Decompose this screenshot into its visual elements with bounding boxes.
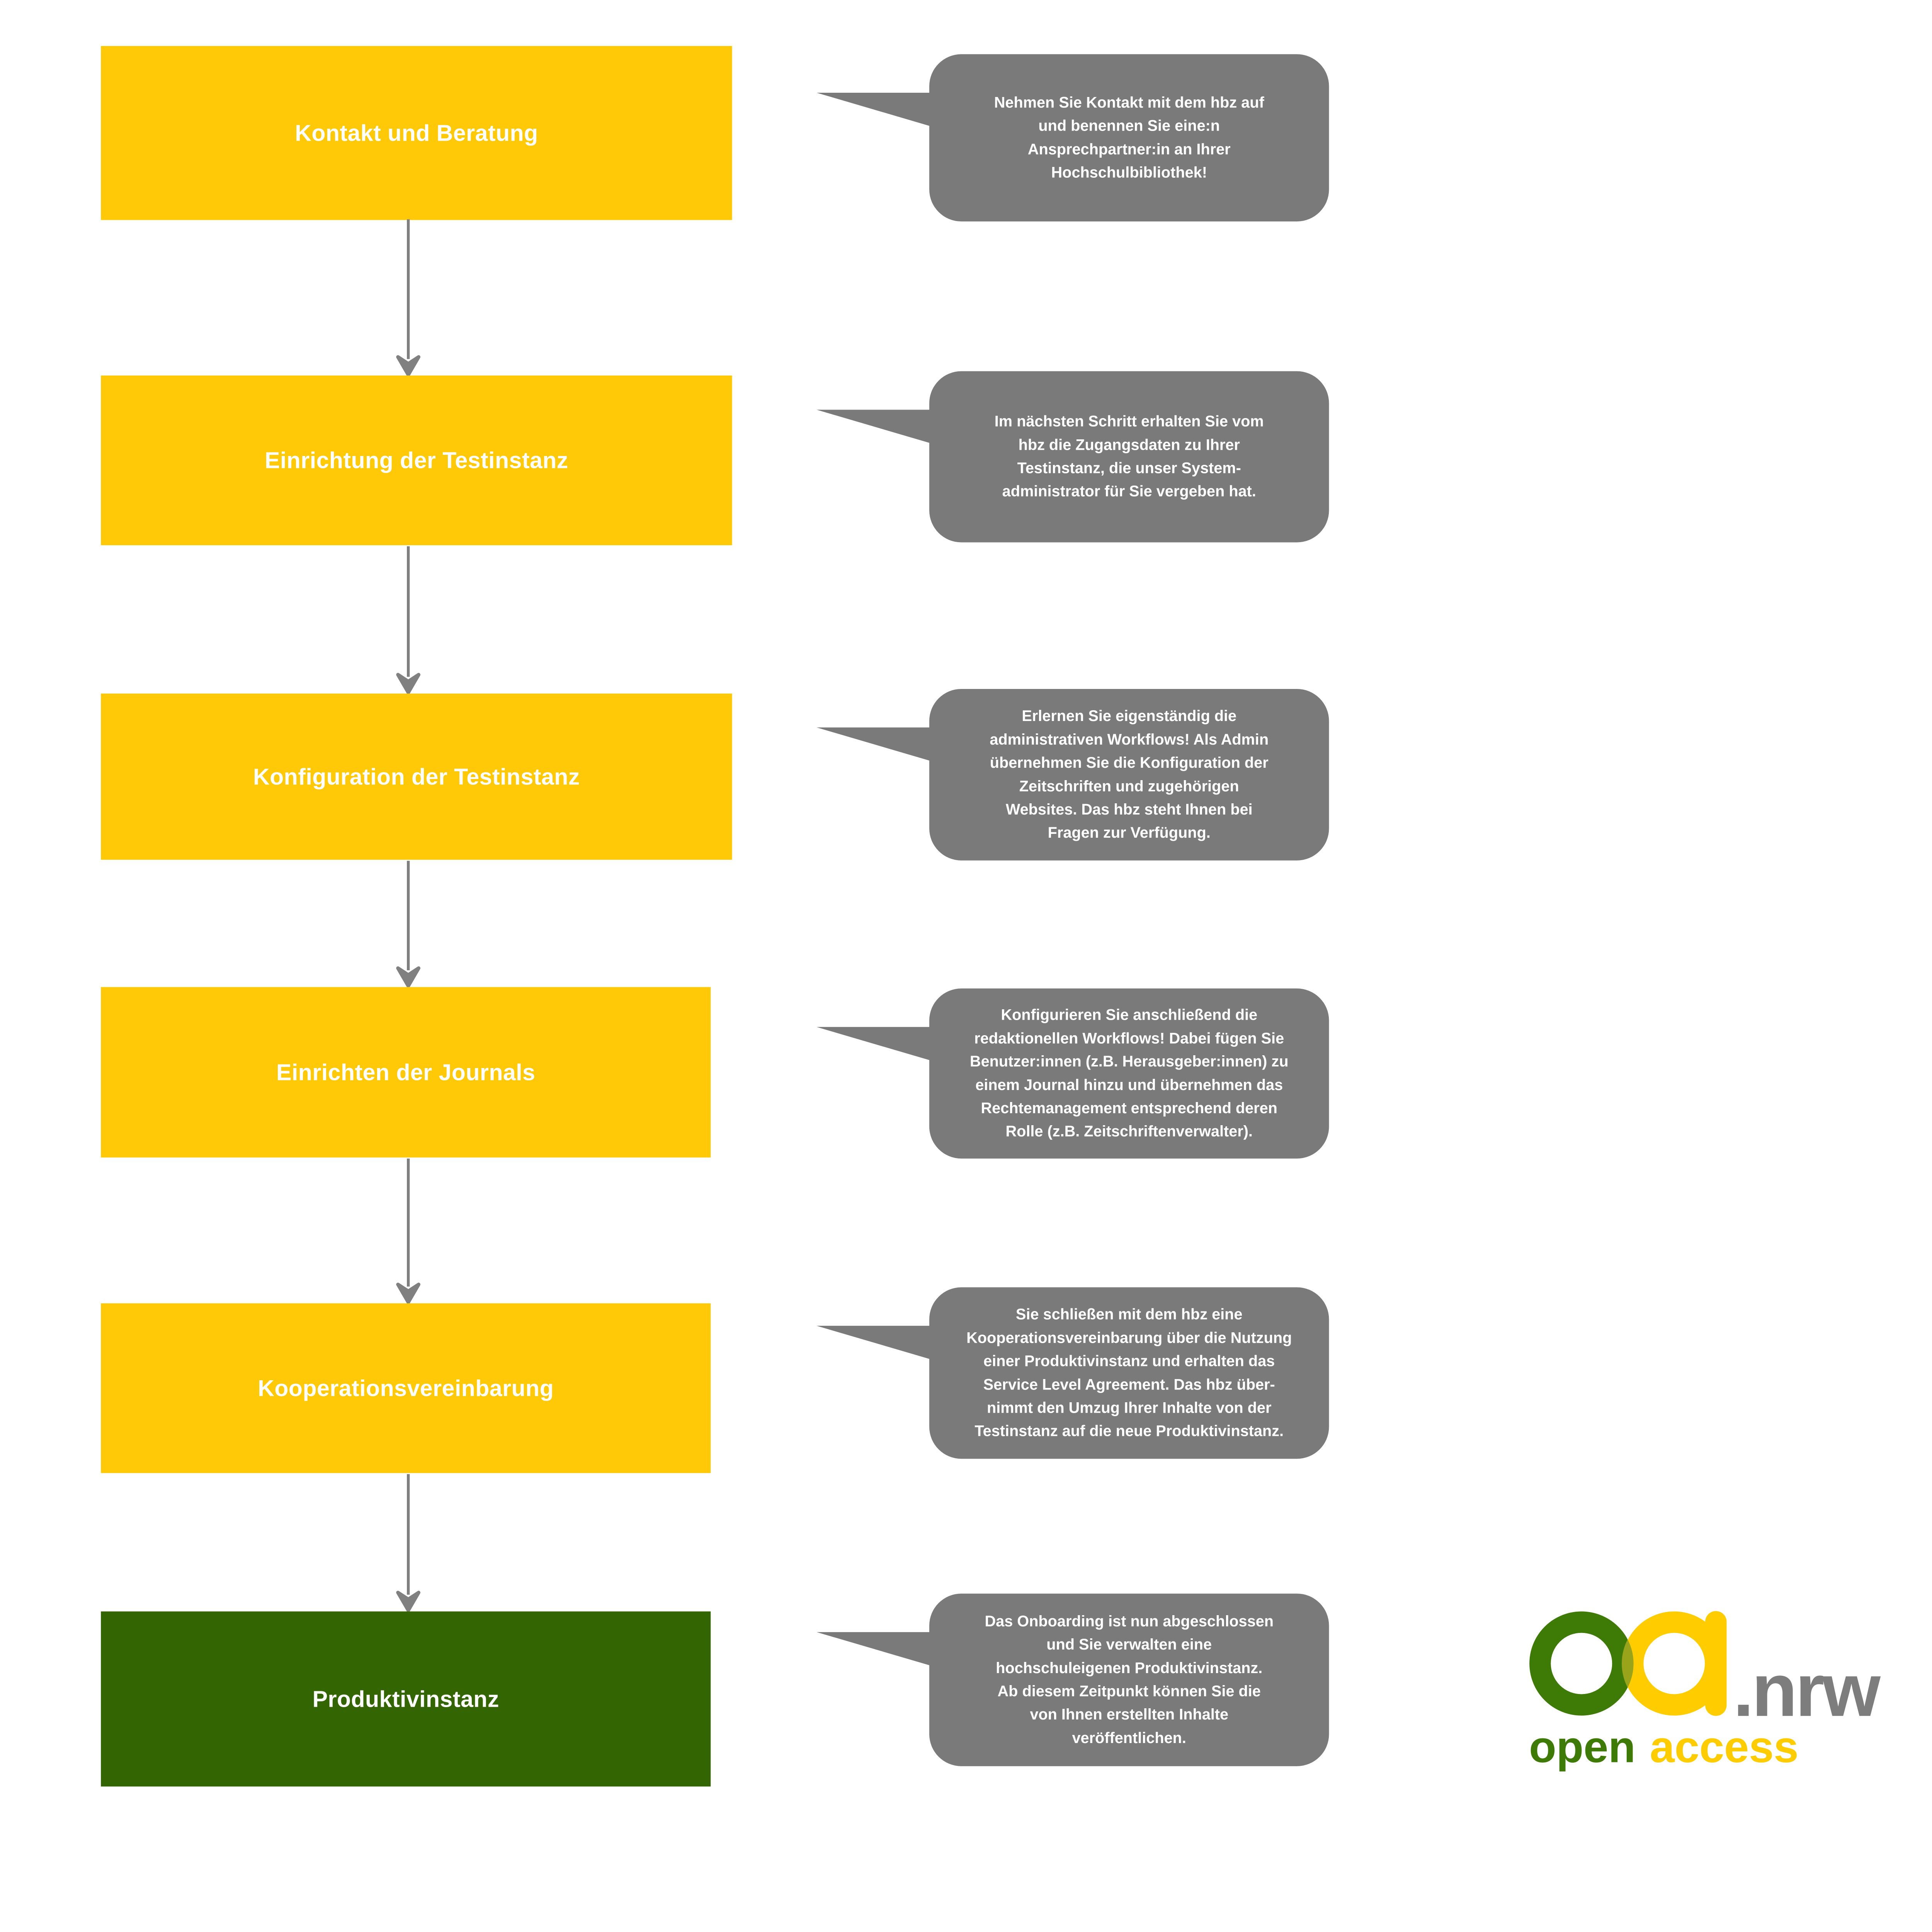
speech-bubble-tail — [816, 92, 931, 126]
logo-ring-overlap — [1622, 1611, 1634, 1716]
logo-yellow-ring — [1622, 1611, 1726, 1716]
speech-bubble-tail — [816, 727, 931, 761]
onboarding-flow-diagram: Kontakt und Beratung Nehmen Sie Kontakt … — [101, 46, 1883, 1787]
arrow-down-icon — [396, 861, 421, 988]
speech-bubble-text: Im nächsten Schritt erhalten Sie vom hbz… — [994, 413, 1264, 500]
oa-nrw-logo: .nrw open access — [1529, 1611, 1883, 1772]
speech-bubble-5: Sie schließen mit dem hbz eine Kooperati… — [929, 1287, 1329, 1459]
speech-bubble-text: Sie schließen mit dem hbz eine Kooperati… — [966, 1306, 1292, 1440]
step-box-label: Einrichten der Journals — [276, 1059, 536, 1085]
speech-bubble-tail — [816, 410, 931, 444]
step-box-einrichtung-der-testinstanz: Einrichtung der Testinstanz — [101, 375, 732, 546]
step-box-einrichten-der-journals: Einrichten der Journals — [101, 987, 711, 1158]
step-box-label: Kooperationsvereinbarung — [258, 1375, 554, 1401]
speech-bubble-tail — [816, 1027, 931, 1061]
step-box-label: Kontakt und Beratung — [295, 120, 538, 146]
logo-green-ring — [1529, 1611, 1634, 1716]
step-box-kooperationsvereinbarung: Kooperationsvereinbarung — [101, 1303, 711, 1473]
step-box-label: Einrichtung der Testinstanz — [264, 447, 568, 473]
logo-open-word: open — [1529, 1723, 1636, 1772]
speech-bubble-text: Erlernen Sie eigenständig die administra… — [990, 707, 1269, 842]
logo-access-word: access — [1650, 1723, 1799, 1772]
arrow-down-icon — [396, 1474, 421, 1612]
speech-bubble-6: Das Onboarding ist nun abgeschlossen und… — [929, 1594, 1329, 1766]
speech-bubble-2: Im nächsten Schritt erhalten Sie vom hbz… — [929, 371, 1329, 543]
logo-nrw-text: .nrw — [1733, 1649, 1881, 1732]
step-box-label: Produktivinstanz — [312, 1686, 499, 1712]
step-box-label: Konfiguration der Testinstanz — [253, 764, 580, 790]
arrow-down-icon — [396, 546, 421, 694]
speech-bubble-tail — [816, 1326, 931, 1359]
arrow-down-icon — [396, 219, 421, 377]
speech-bubble-text: Nehmen Sie Kontakt mit dem hbz auf und b… — [994, 94, 1264, 181]
step-box-produktivinstanz: Produktivinstanz — [101, 1611, 711, 1787]
logo-a-stem — [1705, 1611, 1727, 1716]
logo-open-access-text: open access — [1529, 1723, 1798, 1772]
step-box-kontakt-und-beratung: Kontakt und Beratung — [101, 46, 732, 220]
speech-bubble-1: Nehmen Sie Kontakt mit dem hbz auf und b… — [929, 54, 1329, 222]
speech-bubble-3: Erlernen Sie eigenständig die administra… — [929, 689, 1329, 861]
speech-bubble-tail — [816, 1632, 931, 1666]
arrow-down-icon — [396, 1158, 421, 1304]
speech-bubble-text: Das Onboarding ist nun abgeschlossen und… — [985, 1612, 1274, 1747]
speech-bubble-4: Konfigurieren Sie anschließend die redak… — [929, 988, 1329, 1159]
speech-bubble-text: Konfigurieren Sie anschließend die redak… — [969, 1006, 1289, 1140]
step-box-konfiguration-der-testinstanz: Konfiguration der Testinstanz — [101, 693, 732, 860]
